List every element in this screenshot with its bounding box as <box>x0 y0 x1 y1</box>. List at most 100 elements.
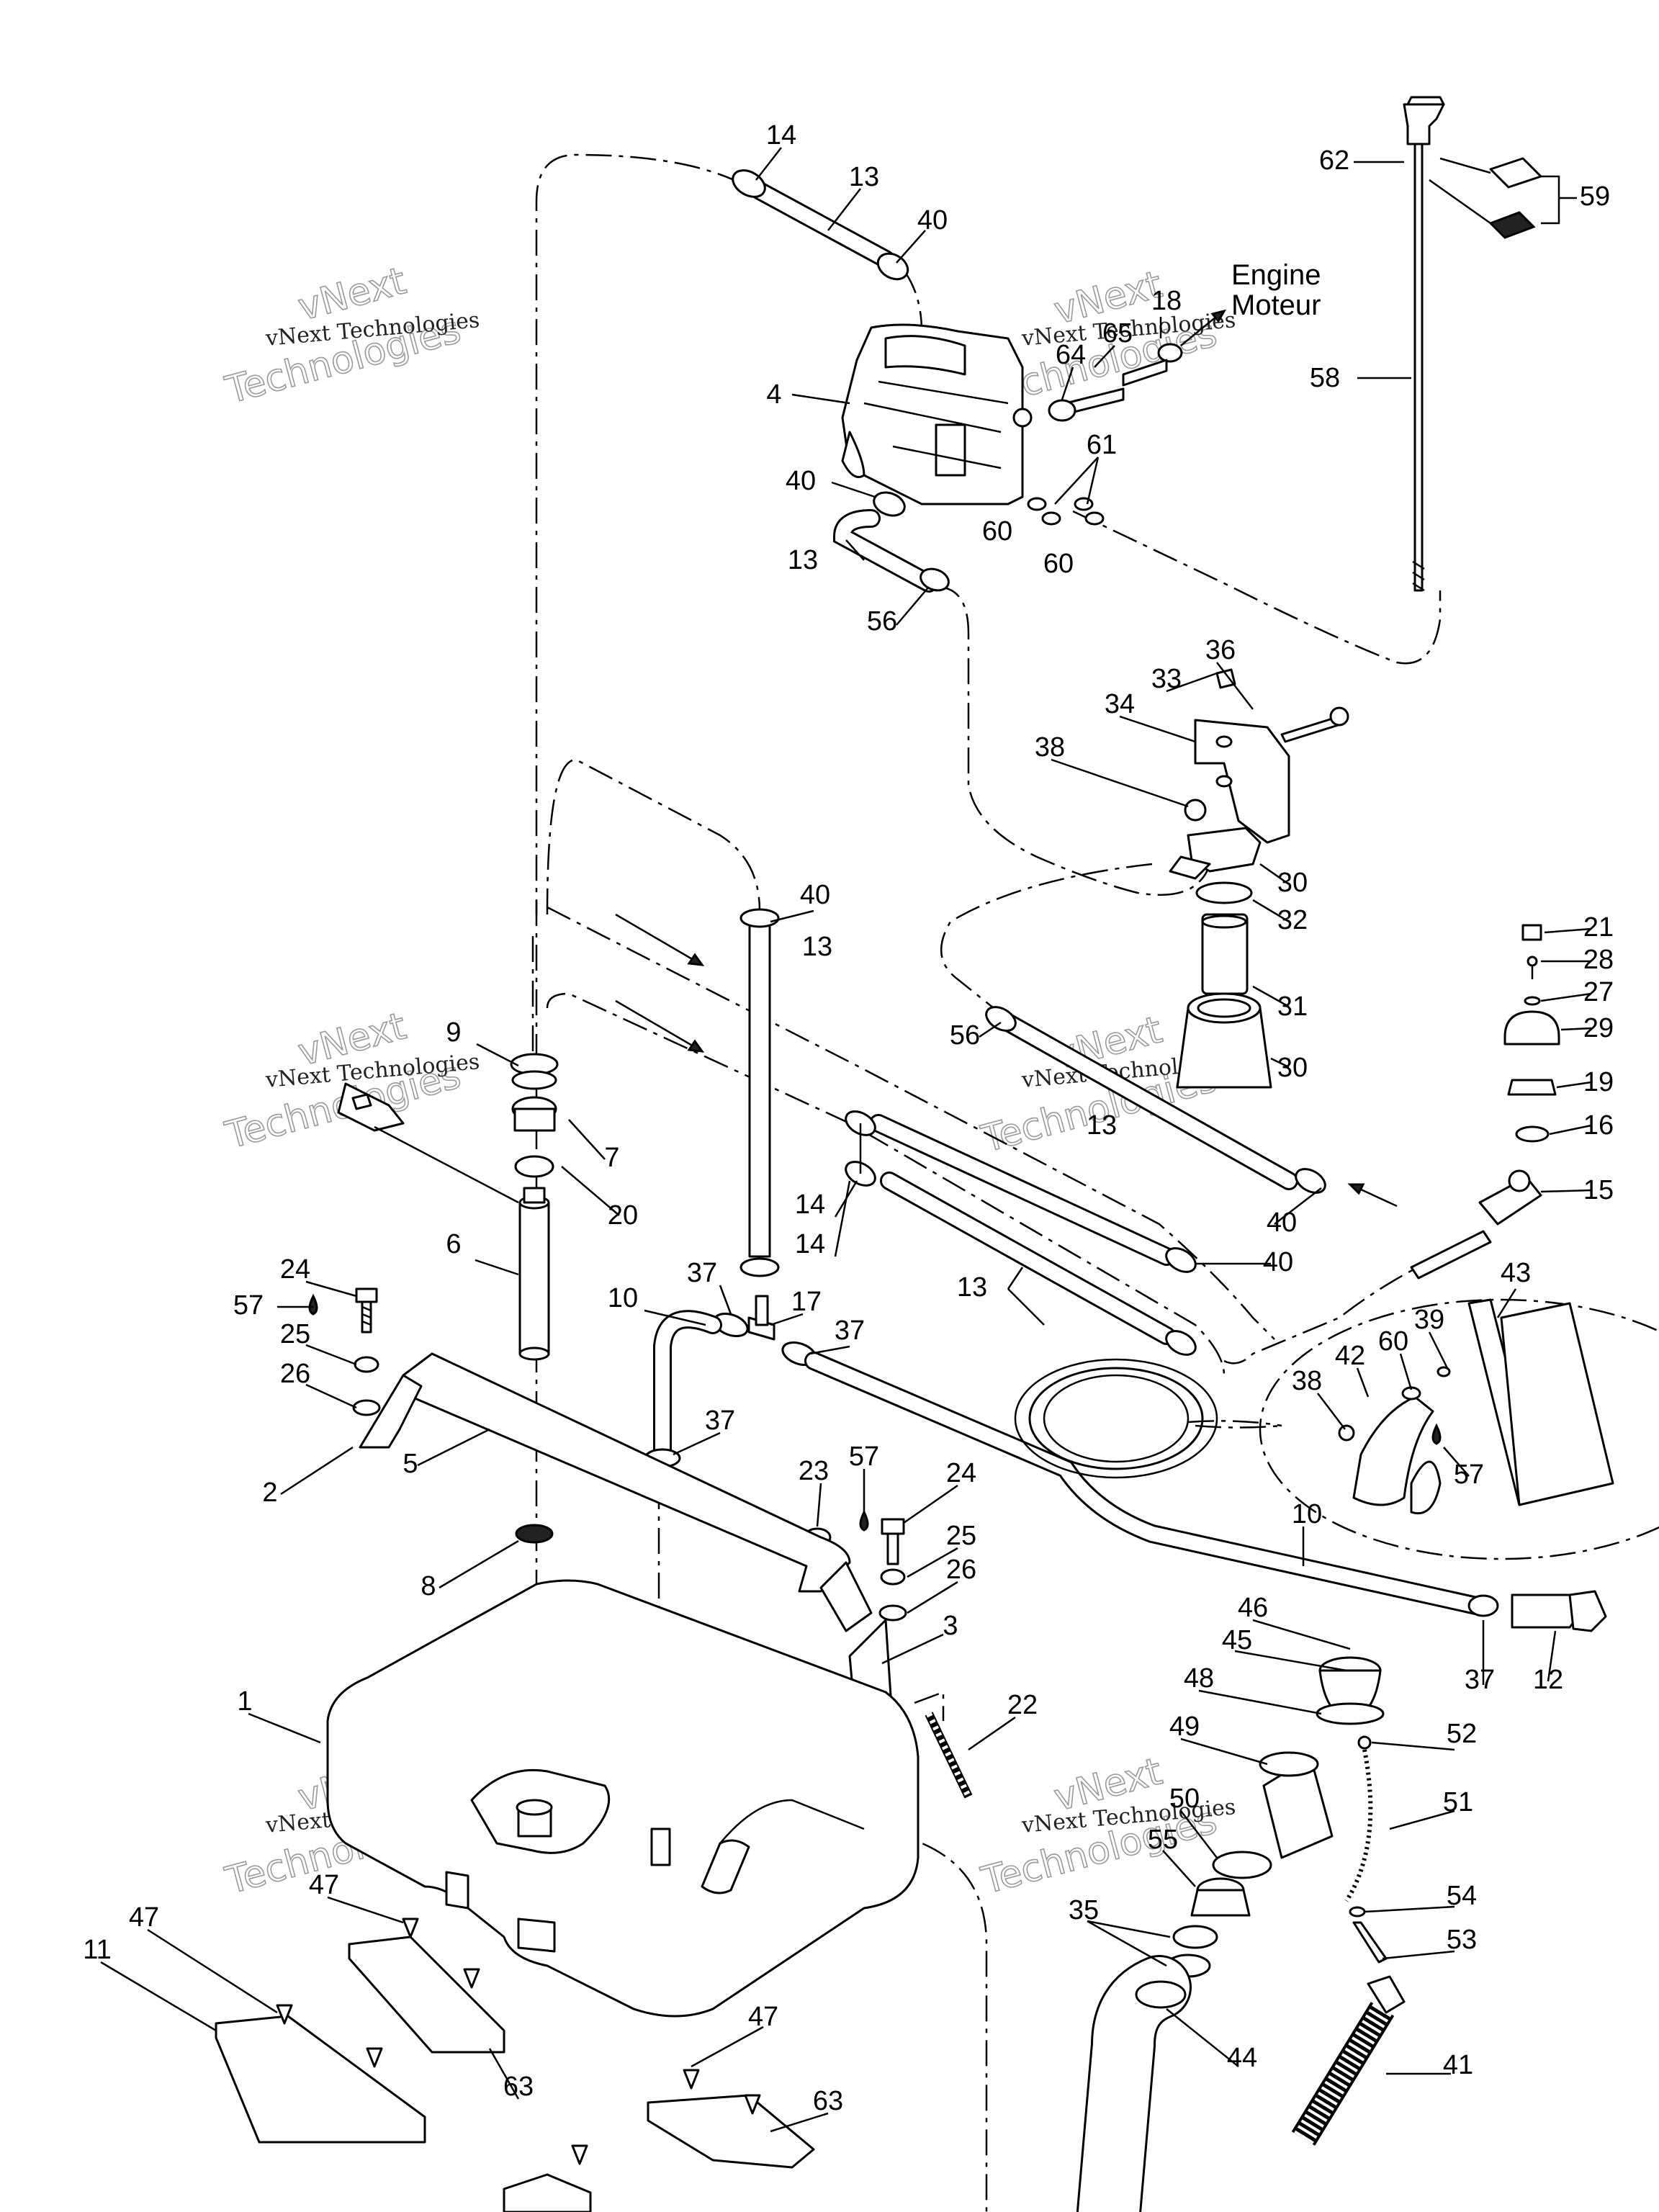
callout-37: 37 <box>1465 1665 1495 1695</box>
filler-assembly <box>1165 1656 1388 1978</box>
flow-arrows <box>615 913 1398 1208</box>
callout-23: 23 <box>799 1456 829 1486</box>
callout-57: 57 <box>233 1290 264 1321</box>
vent-valve-assembly <box>1410 924 1560 1280</box>
callout-38: 38 <box>1035 732 1065 763</box>
callout-5: 5 <box>403 1449 418 1479</box>
callout-41: 41 <box>1443 2050 1473 2080</box>
callout-28: 28 <box>1583 945 1614 975</box>
filter-bracket <box>1184 668 1349 844</box>
callout-24: 24 <box>946 1458 976 1488</box>
filler-hose <box>1076 1955 1192 2212</box>
watermark-right-bottom: Technologies vNext vNext Technologies <box>976 1749 1237 1903</box>
vent-hoses-diagonal <box>845 1006 1326 1356</box>
engine-label-line2: Moteur <box>1231 289 1321 321</box>
callout-26: 26 <box>946 1555 976 1585</box>
corrugated-hose <box>1291 1975 1406 2146</box>
callout-25: 25 <box>280 1319 310 1349</box>
bottom-bracket <box>503 2144 592 2212</box>
callout-42: 42 <box>1335 1341 1365 1371</box>
callout-10: 10 <box>1292 1499 1322 1529</box>
callout-60: 60 <box>982 516 1012 547</box>
callout-60: 60 <box>1043 549 1074 579</box>
fuel-filter <box>1169 827 1272 1089</box>
callout-9: 9 <box>446 1017 461 1048</box>
callout-14: 14 <box>795 1190 825 1220</box>
callout-13: 13 <box>957 1272 987 1303</box>
callout-14: 14 <box>795 1229 825 1259</box>
callout-3: 3 <box>943 1611 958 1641</box>
callout-13: 13 <box>1087 1110 1117 1141</box>
callout-45: 45 <box>1222 1625 1252 1655</box>
callout-40: 40 <box>786 466 816 496</box>
callout-50: 50 <box>1169 1784 1200 1814</box>
callout-61: 61 <box>1087 430 1117 460</box>
engine-label-line1: Engine <box>1231 259 1321 291</box>
callout-60: 60 <box>1378 1326 1408 1357</box>
callout-46: 46 <box>1238 1593 1268 1623</box>
callout-38: 38 <box>1292 1366 1322 1396</box>
callout-15: 15 <box>1583 1175 1614 1205</box>
callout-63: 63 <box>503 2072 534 2102</box>
callout-12: 12 <box>1533 1665 1563 1695</box>
engine-label: Engine Moteur <box>1180 259 1321 346</box>
callout-34: 34 <box>1105 689 1135 719</box>
callout-40: 40 <box>800 880 830 910</box>
callout-59: 59 <box>1580 181 1610 212</box>
callout-64: 64 <box>1056 340 1086 370</box>
callout-58: 58 <box>1310 363 1340 393</box>
callout-8: 8 <box>421 1571 436 1601</box>
carb-return-hose <box>832 491 950 593</box>
callout-62: 62 <box>1319 145 1349 176</box>
callout-11: 11 <box>83 1935 111 1965</box>
callout-51: 51 <box>1443 1787 1473 1817</box>
bolt-set-left <box>308 1287 381 1416</box>
callout-32: 32 <box>1277 905 1308 935</box>
callout-2: 2 <box>262 1478 277 1508</box>
callout-40: 40 <box>1267 1208 1297 1238</box>
callout-6: 6 <box>446 1229 461 1259</box>
callout-31: 31 <box>1277 992 1308 1022</box>
callout-43: 43 <box>1501 1258 1531 1288</box>
callout-47: 47 <box>309 1870 339 1900</box>
dipstick <box>1403 96 1542 592</box>
fuel-tank <box>326 1579 920 2018</box>
callout-26: 26 <box>280 1359 310 1389</box>
connector-12 <box>1467 1590 1607 1632</box>
watermark-left-mid: Technologies vNext vNext Technologies <box>220 1004 481 1158</box>
skid-63-left <box>348 1917 505 2054</box>
callout-13: 13 <box>849 162 879 192</box>
vent-hose-vertical <box>739 908 780 1277</box>
callout-55: 55 <box>1148 1825 1178 1855</box>
carburetor <box>841 323 1183 526</box>
grommet <box>515 1524 554 1544</box>
callout-18: 18 <box>1151 286 1182 316</box>
callout-13: 13 <box>788 545 818 575</box>
callout-47: 47 <box>129 1902 159 1933</box>
spring <box>914 1691 973 1799</box>
callout-37: 37 <box>835 1316 865 1346</box>
callout-25: 25 <box>946 1521 976 1551</box>
callout-40: 40 <box>917 205 948 235</box>
callout-7: 7 <box>604 1143 619 1173</box>
callout-14: 14 <box>766 120 796 150</box>
callout-30: 30 <box>1277 1053 1308 1083</box>
callout-63: 63 <box>813 2086 843 2116</box>
callout-57: 57 <box>849 1442 879 1472</box>
callout-19: 19 <box>1583 1067 1614 1097</box>
callout-49: 49 <box>1169 1712 1200 1742</box>
callout-35: 35 <box>1069 1895 1099 1925</box>
pickup-tube <box>510 1053 559 1361</box>
callout-33: 33 <box>1151 664 1182 694</box>
vent-hose-long <box>644 1310 1485 1615</box>
callout-48: 48 <box>1184 1663 1214 1694</box>
callout-40: 40 <box>1263 1247 1293 1277</box>
callout-16: 16 <box>1583 1110 1614 1141</box>
callout-56: 56 <box>867 606 897 637</box>
leader-lines <box>100 147 1592 2133</box>
skid-63-right <box>647 2069 815 2169</box>
callout-30: 30 <box>1277 868 1308 898</box>
callout-17: 17 <box>791 1287 822 1317</box>
callout-65: 65 <box>1102 318 1133 349</box>
